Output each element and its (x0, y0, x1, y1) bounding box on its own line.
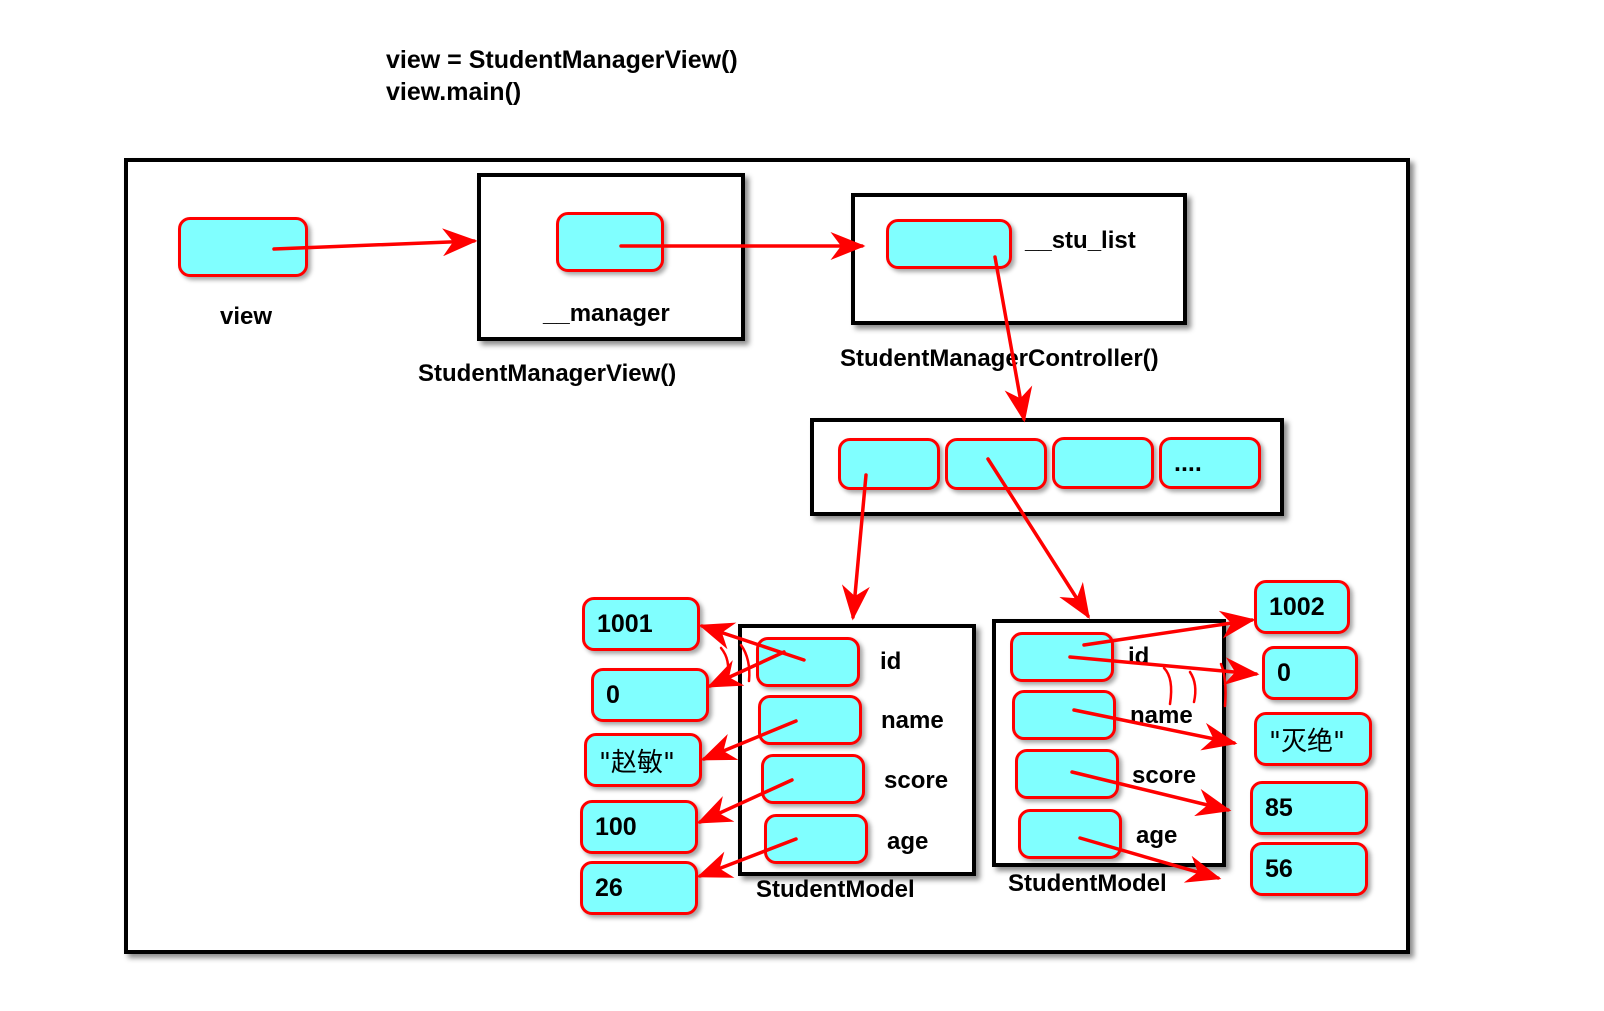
student1-name-cell (758, 695, 862, 745)
code-line-2: view.main() (386, 78, 522, 106)
student1-field-age: age (887, 828, 929, 855)
student2-age-cell (1018, 809, 1122, 859)
manager-reference-cell (556, 212, 664, 272)
student2-value-id-old: 0 (1262, 646, 1358, 700)
student2-field-age: age (1136, 822, 1178, 849)
student1-field-id: id (880, 648, 902, 675)
list-slot-1 (945, 438, 1047, 490)
list-ellipsis: .... (1174, 448, 1202, 477)
student2-field-name: name (1130, 702, 1193, 729)
student1-value-age: 26 (580, 861, 698, 915)
list-slot-0 (838, 438, 940, 490)
stu-list-label: __stu_list (1025, 227, 1136, 254)
student2-id-cell (1010, 632, 1114, 682)
view-reference-cell (178, 217, 308, 277)
student2-value-score: 85 (1250, 781, 1368, 835)
student2-value-age: 56 (1250, 842, 1368, 896)
controller-class-label: StudentManagerController() (840, 345, 1159, 372)
student2-class-label: StudentModel (1008, 870, 1167, 897)
student1-score-cell (761, 754, 865, 804)
student2-value-name: "灭绝" (1254, 712, 1372, 766)
student1-age-cell (764, 814, 868, 864)
code-line-1: view = StudentManagerView() (386, 46, 738, 74)
student2-score-cell (1015, 749, 1119, 799)
view-class-label: StudentManagerView() (418, 360, 677, 387)
student1-value-id-old: 0 (591, 668, 709, 722)
student1-id-cell (756, 637, 860, 687)
list-slot-more: .... (1159, 437, 1261, 489)
student2-name-cell (1012, 690, 1116, 740)
student2-field-id: id (1128, 643, 1150, 670)
list-slot-2 (1052, 437, 1154, 489)
student1-value-score: 100 (580, 800, 698, 854)
student1-class-label: StudentModel (756, 876, 915, 903)
stu-list-reference-cell (886, 219, 1012, 269)
view-label: view (220, 303, 273, 330)
student1-field-score: score (884, 767, 949, 794)
student1-value-name: "赵敏" (584, 733, 702, 787)
student2-field-score: score (1132, 762, 1197, 789)
student2-value-id: 1002 (1254, 580, 1350, 634)
manager-label: __manager (543, 300, 670, 327)
student1-value-id: 1001 (582, 597, 700, 651)
student1-field-name: name (881, 707, 944, 734)
